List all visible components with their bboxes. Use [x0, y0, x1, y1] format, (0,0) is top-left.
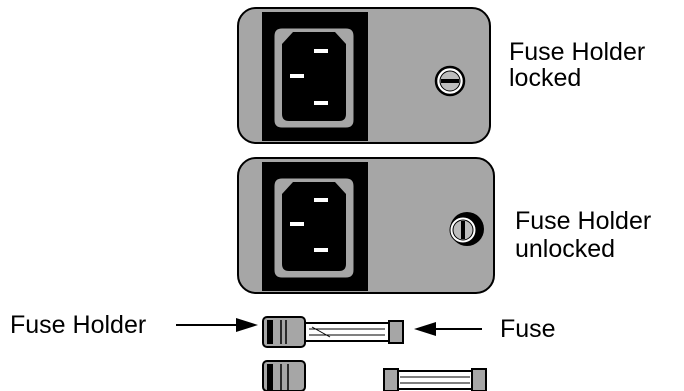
separate-fuse-holder-cap	[262, 360, 306, 391]
fuse-glass-body	[304, 322, 390, 342]
locked-label-line2: locked	[509, 64, 582, 92]
separate-fuse-right-cap	[471, 368, 487, 391]
unlocked-socket-pin-top	[314, 198, 328, 202]
fuse-arrow	[414, 322, 482, 336]
unlocked-fuse-cap-icon	[449, 212, 484, 246]
unlocked-socket-pin-bottom	[314, 248, 328, 252]
fuse-holder-arrow	[176, 318, 258, 332]
separate-fuse-left-cap	[383, 368, 399, 391]
locked-socket-pin-top	[314, 49, 328, 53]
locked-iec-socket	[262, 12, 368, 141]
locked-label-line1: Fuse Holder	[509, 38, 646, 66]
locked-power-entry-module	[237, 7, 491, 144]
unlocked-label-line2: unlocked	[515, 235, 616, 263]
separated-fuse-holder-and-fuse	[262, 360, 487, 391]
fuse-end-cap	[388, 320, 404, 344]
fuse-holder-label: Fuse Holder	[10, 311, 147, 339]
locked-socket-pin-left	[290, 74, 304, 78]
locked-socket-pin-bottom	[314, 101, 328, 105]
separate-fuse-glass-body	[397, 370, 473, 390]
unlocked-power-entry-module	[237, 157, 495, 294]
locked-fuse-cap-icon	[434, 65, 466, 97]
fuse-label: Fuse	[500, 315, 556, 343]
unlocked-socket-pin-left	[290, 222, 304, 226]
unlocked-iec-socket	[262, 162, 368, 291]
unlocked-label-line1: Fuse Holder	[515, 207, 652, 235]
assembled-fuse-holder-with-fuse	[262, 316, 404, 348]
